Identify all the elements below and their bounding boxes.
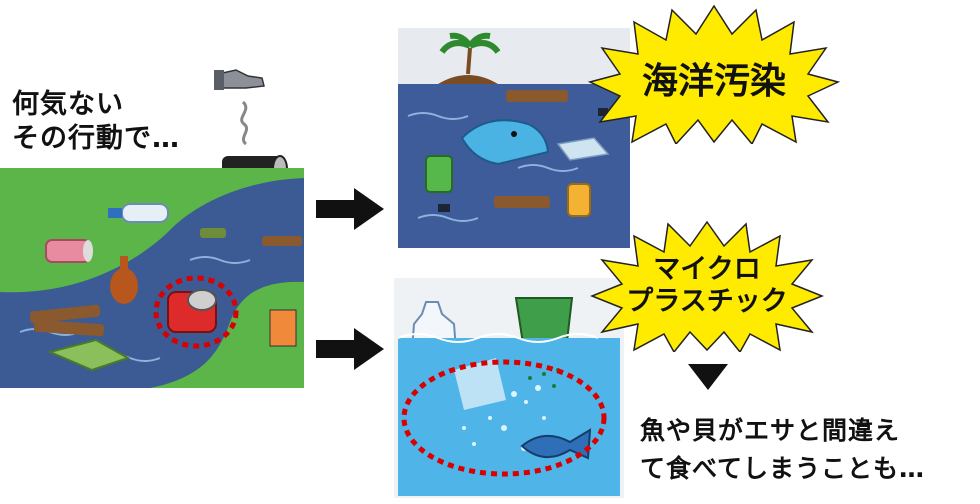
arrow-right-top-icon <box>316 188 384 230</box>
dolphin-icon <box>460 119 550 166</box>
left-caption: 何気ない その行動で… <box>12 89 180 154</box>
burst-top-text: 海洋汚染 <box>641 61 786 102</box>
burst-top: 海洋汚染 <box>586 4 842 144</box>
burst-star-icon <box>590 220 824 352</box>
island-icon <box>438 32 501 84</box>
floating-wood-icon <box>506 90 568 102</box>
carton-icon <box>269 309 297 347</box>
river-illustration <box>0 69 304 388</box>
pink-can-icon <box>45 239 93 263</box>
falling-string-icon <box>240 100 249 146</box>
floating-can-icon <box>425 155 453 193</box>
arrow-right-bottom-icon <box>316 328 384 370</box>
red-can-icon <box>167 289 217 333</box>
bottom-caption: 魚や貝がエサと間違え て食べてしまうことも… <box>640 416 926 483</box>
microplastic-illustration <box>394 278 624 498</box>
river <box>0 178 304 388</box>
floating-can-icon <box>567 183 591 217</box>
floating-wood-icon <box>494 196 550 208</box>
plastic-bag-icon <box>46 338 131 372</box>
floating-bag-icon <box>556 137 610 161</box>
hand-icon <box>214 69 265 90</box>
burst-star-icon <box>587 4 841 144</box>
warning-circle <box>153 275 239 349</box>
burst-bottom: マイクロ プラスチック <box>590 220 824 352</box>
plastic-bottle-icon <box>108 203 169 223</box>
burst-bottom-text: マイクロ プラスチック <box>626 254 788 317</box>
glass-bottle-icon <box>110 256 138 304</box>
fish-icon <box>520 428 592 460</box>
arrow-down-icon <box>688 364 728 390</box>
ocean-pollution-illustration <box>398 28 630 248</box>
wood-plank-icon <box>29 304 105 337</box>
warning-circle <box>401 359 607 477</box>
